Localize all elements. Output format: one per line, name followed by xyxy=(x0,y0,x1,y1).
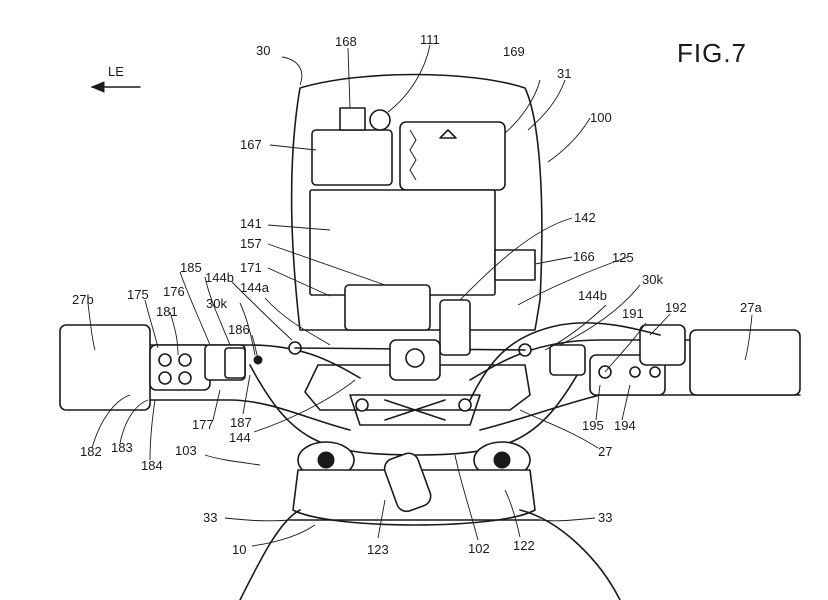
label-111: 111 xyxy=(420,32,440,47)
label-31: 31 xyxy=(557,66,571,81)
right-clamp xyxy=(549,344,586,376)
label-186: 186 xyxy=(228,322,250,337)
label-27: 27 xyxy=(598,444,612,459)
figure-title: FIG.7 xyxy=(677,38,747,68)
label-122: 122 xyxy=(513,538,535,553)
label-184: 184 xyxy=(141,458,163,473)
label-30: 30 xyxy=(256,43,270,58)
label-142: 142 xyxy=(574,210,596,225)
label-181: 181 xyxy=(156,304,178,319)
label-167: 167 xyxy=(240,137,262,152)
label-169: 169 xyxy=(503,44,525,59)
box-166 xyxy=(494,249,536,281)
label-177: 177 xyxy=(192,417,214,432)
unit-167 xyxy=(311,129,393,186)
label-144b-left: 144b xyxy=(205,270,234,285)
left-grip xyxy=(59,324,151,411)
right-grip xyxy=(689,329,801,396)
cable xyxy=(469,322,661,401)
label-33-left: 33 xyxy=(203,510,217,525)
label-176: 176 xyxy=(163,284,185,299)
label-141: 141 xyxy=(240,216,262,231)
label-194: 194 xyxy=(614,418,636,433)
label-27a: 27a xyxy=(740,300,762,315)
label-187: 187 xyxy=(230,415,252,430)
label-33-right: 33 xyxy=(598,510,612,525)
label-27b: 27b xyxy=(72,292,94,307)
label-100: 100 xyxy=(590,110,612,125)
part-123 xyxy=(383,452,432,513)
label-144: 144 xyxy=(229,430,251,445)
label-175: 175 xyxy=(127,287,149,302)
label-185: 185 xyxy=(180,260,202,275)
frame-10 xyxy=(239,509,621,600)
label-30k-right: 30k xyxy=(642,272,663,287)
label-183: 183 xyxy=(111,440,133,455)
left-button-177 xyxy=(224,347,246,379)
knob-111 xyxy=(369,109,391,131)
label-10: 10 xyxy=(232,542,246,557)
label-195: 195 xyxy=(582,418,604,433)
fairing-outline xyxy=(290,73,543,331)
label-144a: 144a xyxy=(240,280,270,295)
label-157: 157 xyxy=(240,236,262,251)
bracket-142 xyxy=(439,299,471,356)
cross-plate xyxy=(349,394,481,426)
label-102: 102 xyxy=(468,541,490,556)
left-switch-box xyxy=(149,344,211,391)
label-182: 182 xyxy=(80,444,102,459)
label-192: 192 xyxy=(665,300,687,315)
label-171: 171 xyxy=(240,260,262,275)
label-123: 123 xyxy=(367,542,389,557)
right-lever xyxy=(639,324,686,366)
label-166: 166 xyxy=(573,249,595,264)
label-191: 191 xyxy=(622,306,644,321)
box-141 xyxy=(309,189,496,296)
label-125: 125 xyxy=(612,250,634,265)
part-157 xyxy=(344,284,431,331)
label-168: 168 xyxy=(335,34,357,49)
handlebar-lower xyxy=(59,394,801,431)
left-connector xyxy=(253,355,263,365)
direction-label: LE xyxy=(108,64,124,79)
label-144b-right: 144b xyxy=(578,288,607,303)
label-103: 103 xyxy=(175,443,197,458)
label-30k-left: 30k xyxy=(206,296,227,311)
